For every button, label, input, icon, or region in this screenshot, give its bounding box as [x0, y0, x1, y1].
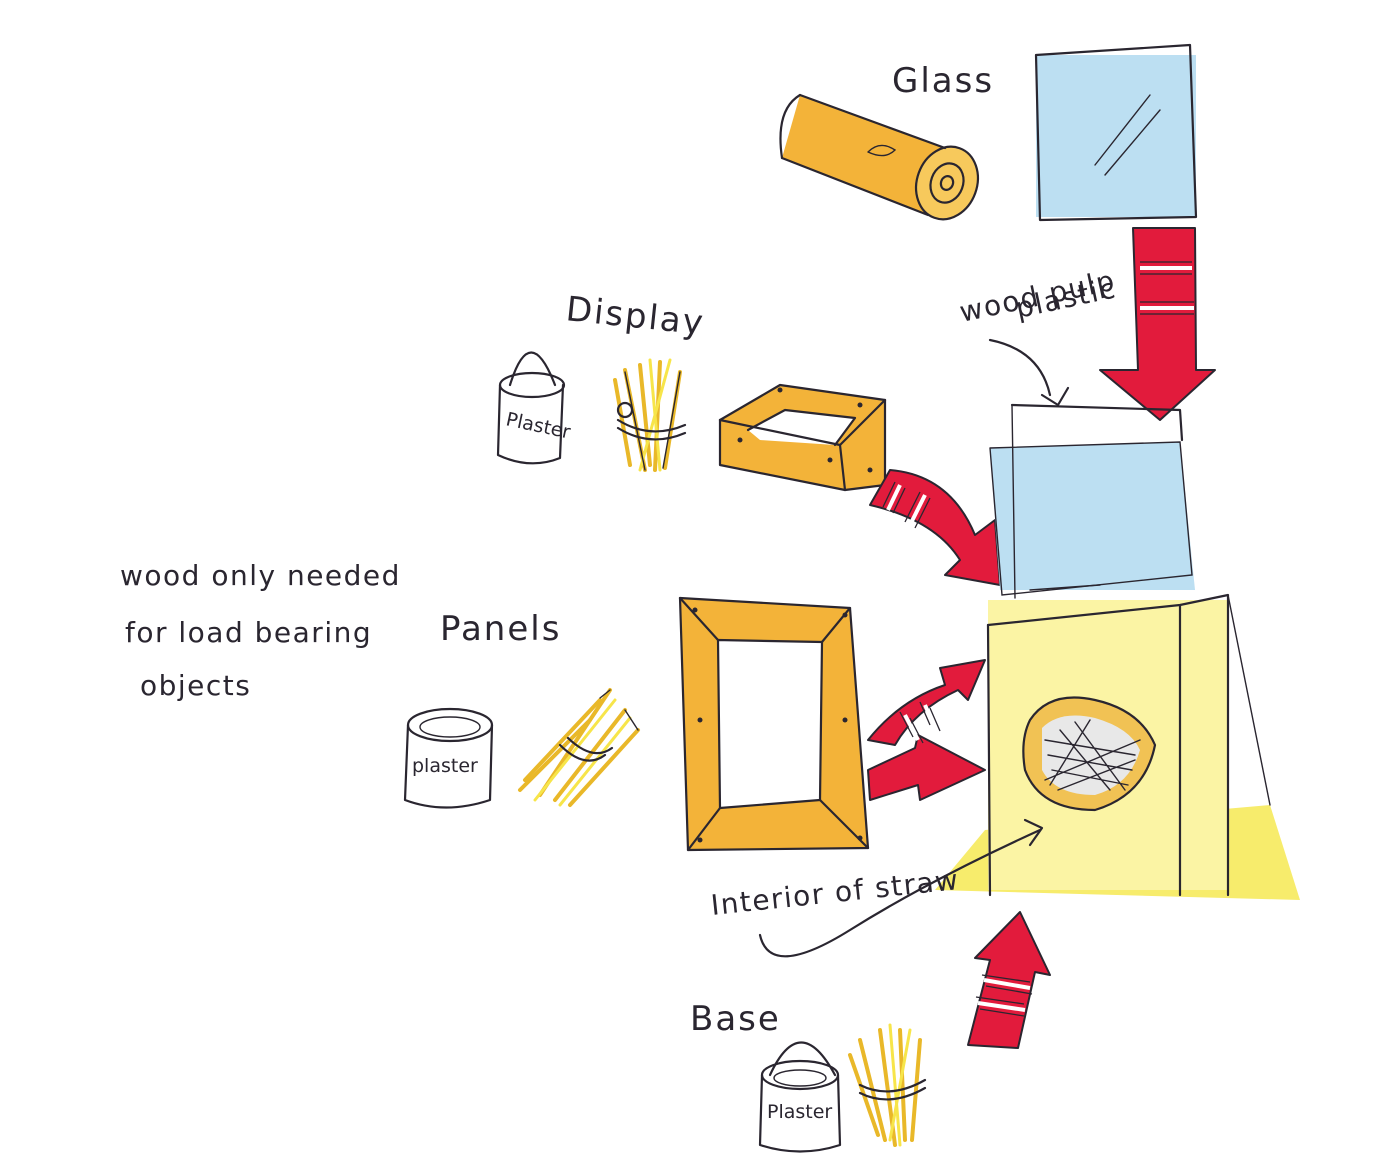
- straw-bundle-display-icon: [613, 358, 687, 472]
- panel-frame-icon: [678, 596, 870, 852]
- plaster-bucket-display-icon: Plaster: [496, 351, 573, 465]
- pointer-wood-pulp: [988, 338, 1052, 397]
- glass-pane-icon: [1034, 43, 1198, 222]
- arrow-base-to-box-icon: [967, 911, 1051, 1049]
- wood-log-icon: [779, 93, 980, 221]
- note-line-3: objects: [140, 669, 251, 702]
- note-line-1: wood only needed: [120, 559, 401, 592]
- plaster-panels-label: plaster: [412, 755, 478, 777]
- assembled-box-icon: [935, 403, 1300, 900]
- arrow-glass-to-box-icon: [1099, 227, 1216, 421]
- label-base: Base: [690, 999, 781, 1039]
- display-frame-icon: [718, 383, 887, 492]
- label-interior: Interior of straw: [709, 863, 961, 922]
- plaster-bucket-panels-icon: plaster: [403, 707, 494, 809]
- note-line-2: for load bearing: [125, 616, 372, 649]
- label-glass: Glass: [892, 61, 994, 101]
- arrow-display-to-box-icon: [869, 469, 1001, 586]
- arrow-panels-to-box-icon: [867, 659, 986, 801]
- label-panels: Panels: [440, 609, 561, 649]
- straw-bundle-base-icon: [848, 1023, 927, 1147]
- label-display: Display: [564, 289, 707, 343]
- straw-bundle-panels-icon: [518, 688, 640, 807]
- pointer-interior: [758, 828, 1042, 958]
- plaster-bucket-base-icon: Plaster: [758, 1041, 842, 1153]
- plaster-base-label: Plaster: [767, 1101, 832, 1123]
